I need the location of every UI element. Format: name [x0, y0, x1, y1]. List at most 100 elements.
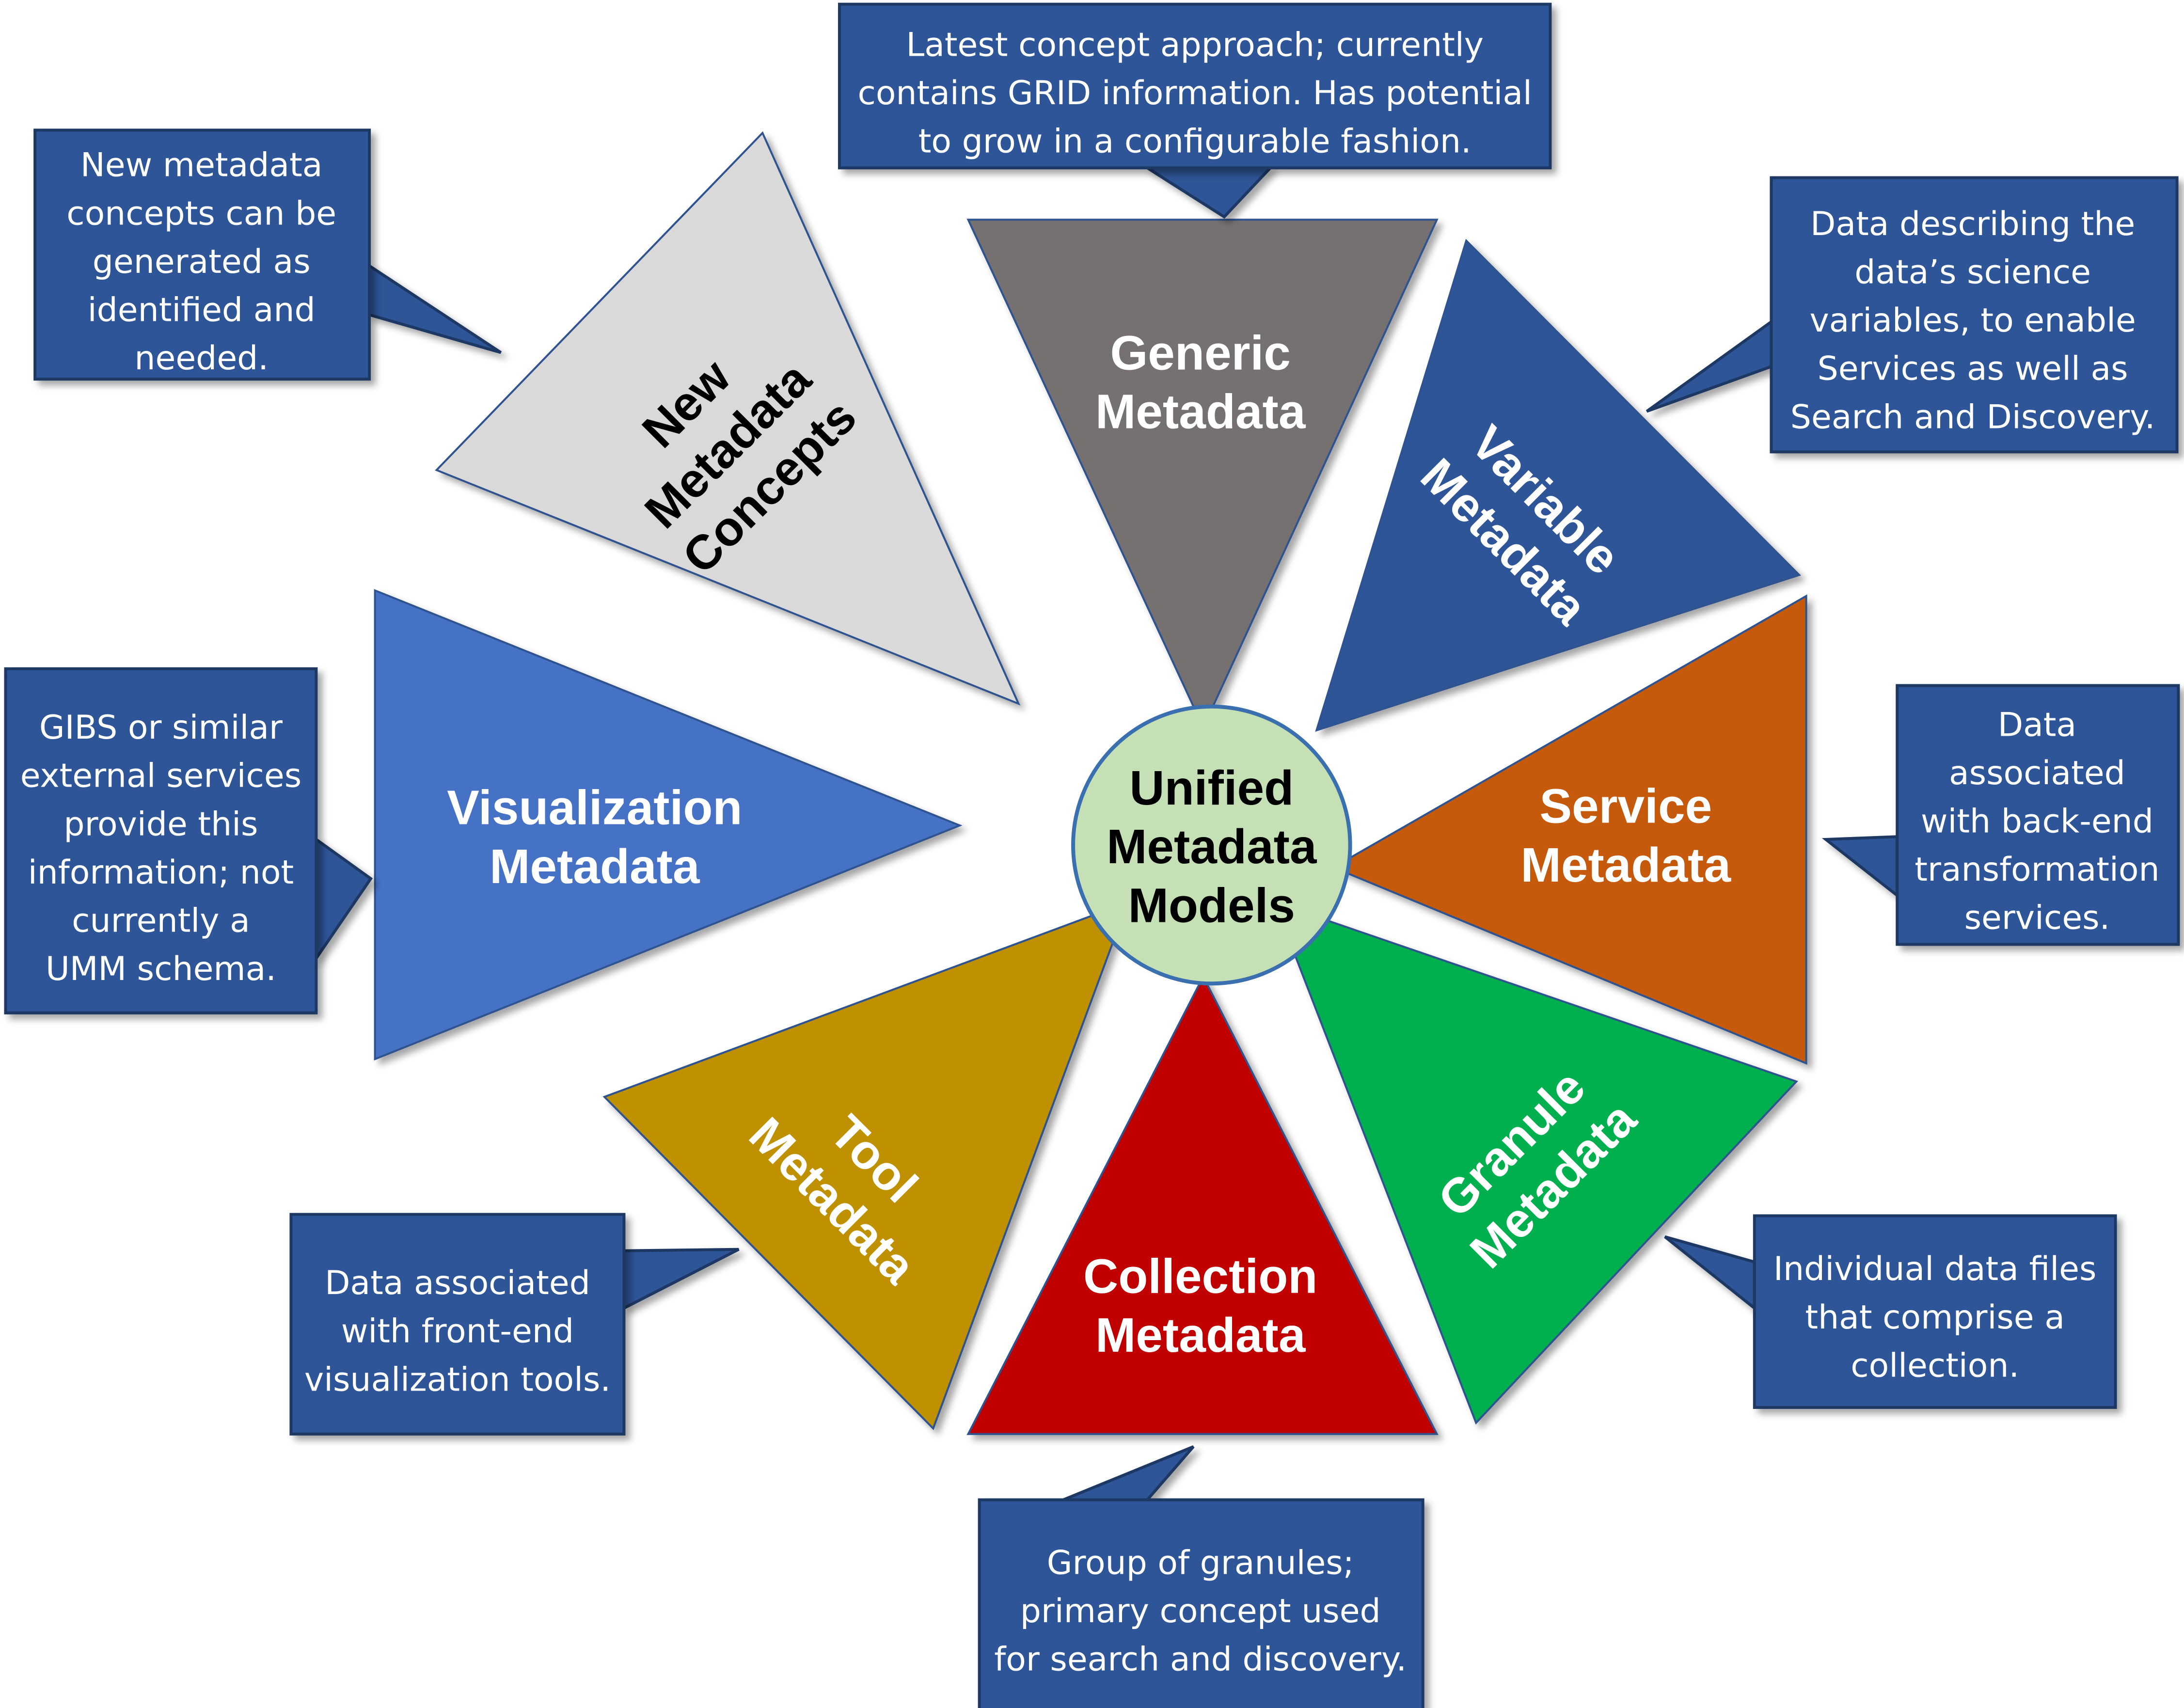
- callout-tool-text: Data associated with front-end visualizati…: [304, 1264, 611, 1399]
- segment-new: NewMetadataConcepts: [435, 131, 1021, 706]
- callout-visualization-text: GIBS or similar external services provide …: [20, 709, 301, 988]
- callout-new-text: New metadata concepts can be generated as i…: [66, 146, 336, 378]
- segment-tool: ToolMetadata: [602, 901, 1129, 1430]
- segment-label-line: Metadata: [1095, 385, 1306, 439]
- callout-generic-text: Latest concept approach; currently contai…: [857, 26, 1532, 160]
- callout-tool: Data associated with front-end visualizati…: [289, 1213, 740, 1436]
- callout-line: provide this: [63, 805, 258, 843]
- callout-line: contains GRID information. Has potential: [857, 74, 1532, 112]
- callout-line: currently a: [72, 901, 250, 940]
- callout-tool-box: [289, 1213, 626, 1436]
- segment-generic-shape: [966, 219, 1439, 730]
- callout-line: Data associated: [325, 1264, 590, 1302]
- callout-generic: Latest concept approach; currently contai…: [838, 2, 1552, 219]
- callout-service-text: Data associated with back-end transformatio…: [1915, 706, 2159, 937]
- callout-service: Data associated with back-end transformatio…: [1821, 684, 2180, 946]
- segment-label-line: Service: [1539, 779, 1712, 834]
- callout-generic-box: [838, 2, 1552, 170]
- segment-label-line: Metadata: [490, 839, 700, 894]
- center-label-line: Models: [1128, 878, 1295, 933]
- segment-granule: GranuleMetadata: [1273, 901, 1798, 1425]
- callout-line: data’s science: [1854, 253, 2091, 292]
- callout-line: visualization tools.: [304, 1360, 611, 1399]
- callout-new-box: [33, 128, 371, 381]
- callout-generic-pointer: [1142, 166, 1274, 219]
- segment-service-shape: [1331, 594, 1807, 1065]
- callout-collection-text: Group of granules; primary concept used fo…: [994, 1544, 1407, 1678]
- segment-granule-shape: [1273, 901, 1798, 1425]
- callout-tool-pointer: [622, 1248, 740, 1311]
- callout-line: with front-end: [341, 1313, 574, 1351]
- callout-collection-pointer: [1062, 1445, 1195, 1502]
- center-label-line: Unified: [1129, 761, 1294, 815]
- callout-variable-box: [1770, 176, 2179, 454]
- segment-visualization-shape: [374, 589, 963, 1061]
- callout-line: primary concept used: [1020, 1592, 1381, 1630]
- callout-service-pointer: [1821, 835, 1899, 899]
- callout-new: New metadata concepts can be generated as i…: [33, 128, 502, 381]
- callout-visualization-box: [4, 667, 318, 1014]
- callout-granule-pointer: [1664, 1235, 1756, 1312]
- callout-line: GIBS or similar: [39, 709, 283, 747]
- callout-line: Data: [1998, 706, 2076, 744]
- callout-line: to grow in a configurable fashion.: [918, 123, 1472, 161]
- callout-line: collection.: [1851, 1346, 2019, 1385]
- callout-variable: Data describing the data’s science variabl…: [1646, 176, 2179, 454]
- callout-line: associated: [1949, 754, 2125, 792]
- callout-new-pointer: [368, 263, 502, 354]
- callout-line: identified and: [88, 291, 316, 329]
- segment-label-line: Generic: [1110, 326, 1291, 380]
- callout-line: Individual data files: [1773, 1250, 2097, 1288]
- segment-variable: VariableMetadata: [1315, 238, 1801, 732]
- callout-collection: Group of granules; primary concept used fo…: [978, 1445, 1424, 1708]
- callout-visualization-pointer: [315, 837, 373, 964]
- callout-line: Latest concept approach; currently: [906, 26, 1484, 64]
- callout-line: with back-end: [1921, 803, 2153, 841]
- callout-line: UMM schema.: [46, 950, 276, 988]
- segment-variable-shape: [1315, 238, 1801, 732]
- callout-line: that comprise a: [1805, 1298, 2065, 1337]
- callout-line: information; not: [28, 854, 294, 892]
- callout-line: concepts can be: [66, 194, 336, 233]
- callout-line: external services: [20, 757, 301, 795]
- callout-line: Search and Discovery.: [1790, 398, 2155, 436]
- callout-collection-box: [978, 1498, 1424, 1708]
- callout-visualization: GIBS or similar external services provide …: [4, 667, 373, 1014]
- callout-granule-box: [1753, 1214, 2117, 1409]
- segment-collection-shape: [966, 974, 1439, 1435]
- callout-service-box: [1896, 684, 2180, 946]
- callout-granule: Individual data files that comprise a coll…: [1664, 1214, 2117, 1409]
- segment-label-line: Visualization: [447, 781, 742, 835]
- callout-line: variables, to enable: [1809, 301, 2136, 340]
- callout-line: transformation: [1915, 851, 2159, 889]
- callout-granule-text: Individual data files that comprise a coll…: [1773, 1250, 2097, 1385]
- callout-variable-pointer: [1646, 319, 1773, 413]
- callout-line: needed.: [134, 339, 269, 378]
- callout-line: Services as well as: [1818, 350, 2128, 388]
- callout-line: Group of granules;: [1047, 1544, 1354, 1582]
- callout-variable-text: Data describing the data’s science variabl…: [1790, 205, 2155, 436]
- center-hub-circle: [1071, 704, 1352, 986]
- center-label-line: Metadata: [1107, 820, 1317, 874]
- callout-line: services.: [1964, 899, 2110, 937]
- segment-label-line: Metadata: [1095, 1308, 1306, 1362]
- callout-line: for search and discovery.: [994, 1641, 1407, 1679]
- callout-line: generated as: [93, 243, 311, 281]
- segment-label-line: Metadata: [1521, 838, 1732, 892]
- segment-new-shape: [435, 131, 1021, 706]
- segment-tool-shape: [602, 901, 1129, 1430]
- segment-label-line: Collection: [1083, 1249, 1317, 1304]
- callout-line: New metadata: [80, 146, 323, 185]
- callout-line: Data describing the: [1810, 205, 2135, 243]
